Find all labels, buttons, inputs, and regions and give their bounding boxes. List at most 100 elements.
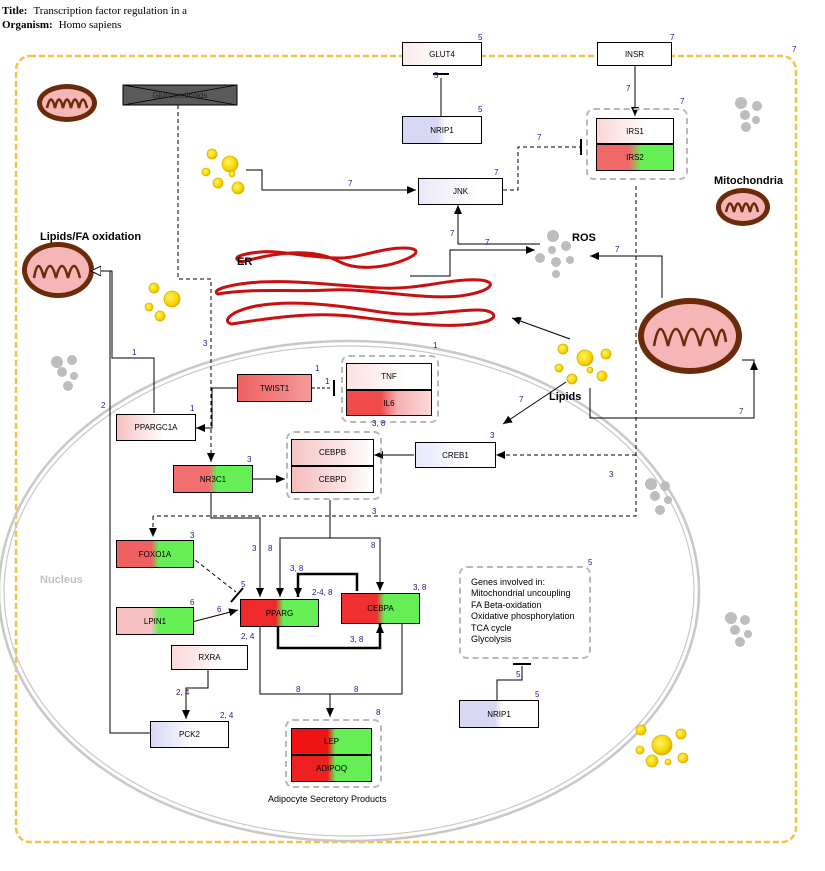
ref-number: 3, 8 [350, 635, 364, 644]
ref-number: 3, 8 [290, 564, 304, 573]
gene-rxra[interactable]: RXRA [171, 645, 248, 670]
ref-number: 2, 4 [176, 688, 190, 697]
gene-cebpb[interactable]: CEBPB [291, 439, 374, 466]
gene-pparg[interactable]: PPARG [240, 599, 319, 627]
lipid-droplets-bottom [635, 724, 689, 768]
gene-lpin1[interactable]: LPIN1 [116, 607, 194, 635]
label-mitochondria: Mitochondria [714, 175, 784, 187]
lipid-droplets-top [201, 148, 245, 195]
label-ros: ROS [572, 232, 596, 244]
nucleus-inner [3, 345, 695, 837]
ref-number: 5 [478, 33, 483, 42]
ref-number: 7 [485, 238, 490, 247]
ref-number: 2 [101, 401, 106, 410]
gene-cebpa[interactable]: CEBPA [341, 593, 420, 624]
gene-glut4[interactable]: GLUT4 [402, 42, 482, 66]
ref-number: 3 [247, 455, 252, 464]
mitochondrion-large [638, 298, 742, 374]
ref-number: 7 [348, 179, 353, 188]
gene-nrip1-bottom[interactable]: NRIP1 [459, 700, 539, 728]
nucleus-outer [0, 339, 701, 843]
ref-number: 6 [217, 605, 222, 614]
gene-adipoq[interactable]: ADIPOQ [291, 755, 372, 782]
ref-number: 7 [670, 33, 675, 42]
genes-involved-item: FA Beta-oxidation [471, 599, 542, 610]
ref-number: 1 [190, 404, 195, 413]
ref-number: 5 [535, 690, 540, 699]
ref-number: 7 [739, 407, 744, 416]
ref-number: 3, 8 [372, 419, 386, 428]
organism-value: Homo sapiens [58, 19, 122, 31]
ref-number: 5 [588, 558, 593, 567]
ref-number: 8 [268, 544, 273, 553]
gene-il6[interactable]: IL6 [346, 390, 432, 416]
lipid-droplets-center [554, 343, 612, 385]
ref-number: 3 [252, 544, 257, 553]
ref-number: 7 [519, 395, 524, 404]
ref-number: 7 [537, 133, 542, 142]
gene-nr3c1[interactable]: NR3C1 [173, 465, 253, 493]
genes-involved-text: Genes involved in: Mitochondrial uncoupl… [471, 577, 575, 645]
ref-number: 7 [792, 45, 797, 54]
ref-number: 7 [516, 316, 521, 325]
grey-cluster-bottom-right [725, 612, 752, 647]
ref-number: 2, 4 [241, 632, 255, 641]
grey-cluster-top-right [735, 97, 762, 132]
ref-number: 7 [680, 97, 685, 106]
ref-number: 6 [190, 598, 195, 607]
gene-foxo1a[interactable]: FOXO1A [116, 540, 194, 568]
gene-nrip1-top[interactable]: NRIP1 [402, 116, 482, 144]
title-line: Title: Transcription factor regulation in… [2, 5, 187, 17]
gene-ppargc1a[interactable]: PPARGC1A [116, 414, 196, 441]
gene-irs2[interactable]: IRS2 [596, 144, 674, 171]
ref-number: 7 [615, 245, 620, 254]
gene-insr[interactable]: INSR [597, 42, 672, 66]
irs-group [586, 108, 688, 180]
grey-cluster-left [51, 355, 78, 391]
label-adipocyte-secretory-products: Adipocyte Secretory Products [268, 794, 387, 804]
ref-number: 3 [203, 339, 208, 348]
gene-pck2[interactable]: PCK2 [150, 721, 229, 748]
ref-number: 8 [296, 685, 301, 694]
ref-number: 1 [325, 377, 330, 386]
ref-number: 1 [315, 364, 320, 373]
ref-number: 2, 4 [220, 711, 234, 720]
ref-number: 5 [434, 71, 439, 80]
organism-line: Organism:Homo sapiens [2, 19, 121, 31]
ref-number: 3 [190, 531, 195, 540]
ref-number: 3 [609, 470, 614, 479]
label-lipids: Lipids [549, 391, 582, 403]
gene-irs1[interactable]: IRS1 [596, 118, 674, 144]
genes-involved-item: Mitochondrial uncoupling [471, 588, 571, 599]
ref-number: 5 [516, 670, 521, 679]
label-er: ER [237, 256, 253, 268]
ref-number: 3, 8 [413, 583, 427, 592]
gene-tnf[interactable]: TNF [346, 363, 432, 390]
ref-number: 8 [371, 541, 376, 550]
gene-lep[interactable]: LEP [291, 728, 372, 755]
ref-number: 5 [478, 105, 483, 114]
title-label: Title: [2, 5, 28, 17]
adipokine-group [285, 719, 382, 788]
ref-number: 3 [490, 431, 495, 440]
ref-number: 8 [376, 708, 381, 717]
gene-jnk[interactable]: JNK [418, 178, 503, 205]
ref-number: 7 [626, 84, 631, 93]
genes-involved-box [459, 566, 591, 659]
grey-cluster-mid-right [645, 478, 672, 515]
gene-twist1[interactable]: TWIST1 [237, 374, 312, 402]
cebpb-cebpd-group [286, 431, 382, 500]
pathway-title: Transcription factor regulation in a [33, 5, 188, 17]
ros-cluster [535, 230, 574, 278]
genes-involved-item: Glycolysis [471, 634, 512, 645]
mitochondrion-right [716, 188, 770, 226]
glucocorticoids-label: Glucocorticoids [152, 90, 208, 100]
ref-number: 8 [354, 685, 359, 694]
ref-number: 5 [241, 580, 246, 589]
mitochondrion-lipids-fa [22, 242, 94, 298]
gene-creb1[interactable]: CREB1 [415, 442, 496, 468]
gene-cebpd[interactable]: CEBPD [291, 466, 374, 493]
ref-number: 2-4, 8 [312, 588, 333, 597]
